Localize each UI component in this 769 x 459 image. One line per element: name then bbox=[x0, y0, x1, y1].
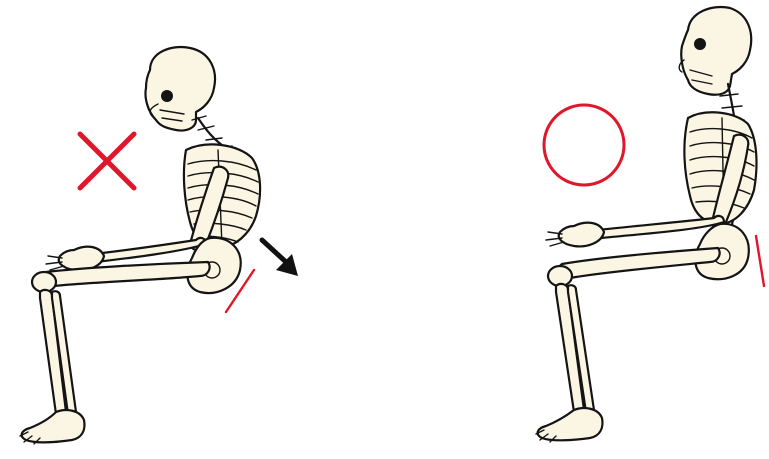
thigh bbox=[548, 248, 720, 286]
foot bbox=[536, 408, 603, 442]
shin bbox=[556, 284, 594, 416]
skull bbox=[145, 47, 215, 131]
slouched-skeleton bbox=[20, 47, 260, 444]
shin bbox=[40, 290, 76, 418]
upright-skeleton bbox=[536, 7, 756, 442]
pelvis-upright-line-right bbox=[756, 236, 764, 286]
circle-icon bbox=[544, 105, 624, 185]
arrow-down-right-icon bbox=[262, 240, 298, 276]
cross-icon bbox=[80, 134, 134, 188]
skull bbox=[679, 7, 751, 95]
thigh bbox=[32, 262, 210, 292]
foot bbox=[20, 410, 85, 444]
